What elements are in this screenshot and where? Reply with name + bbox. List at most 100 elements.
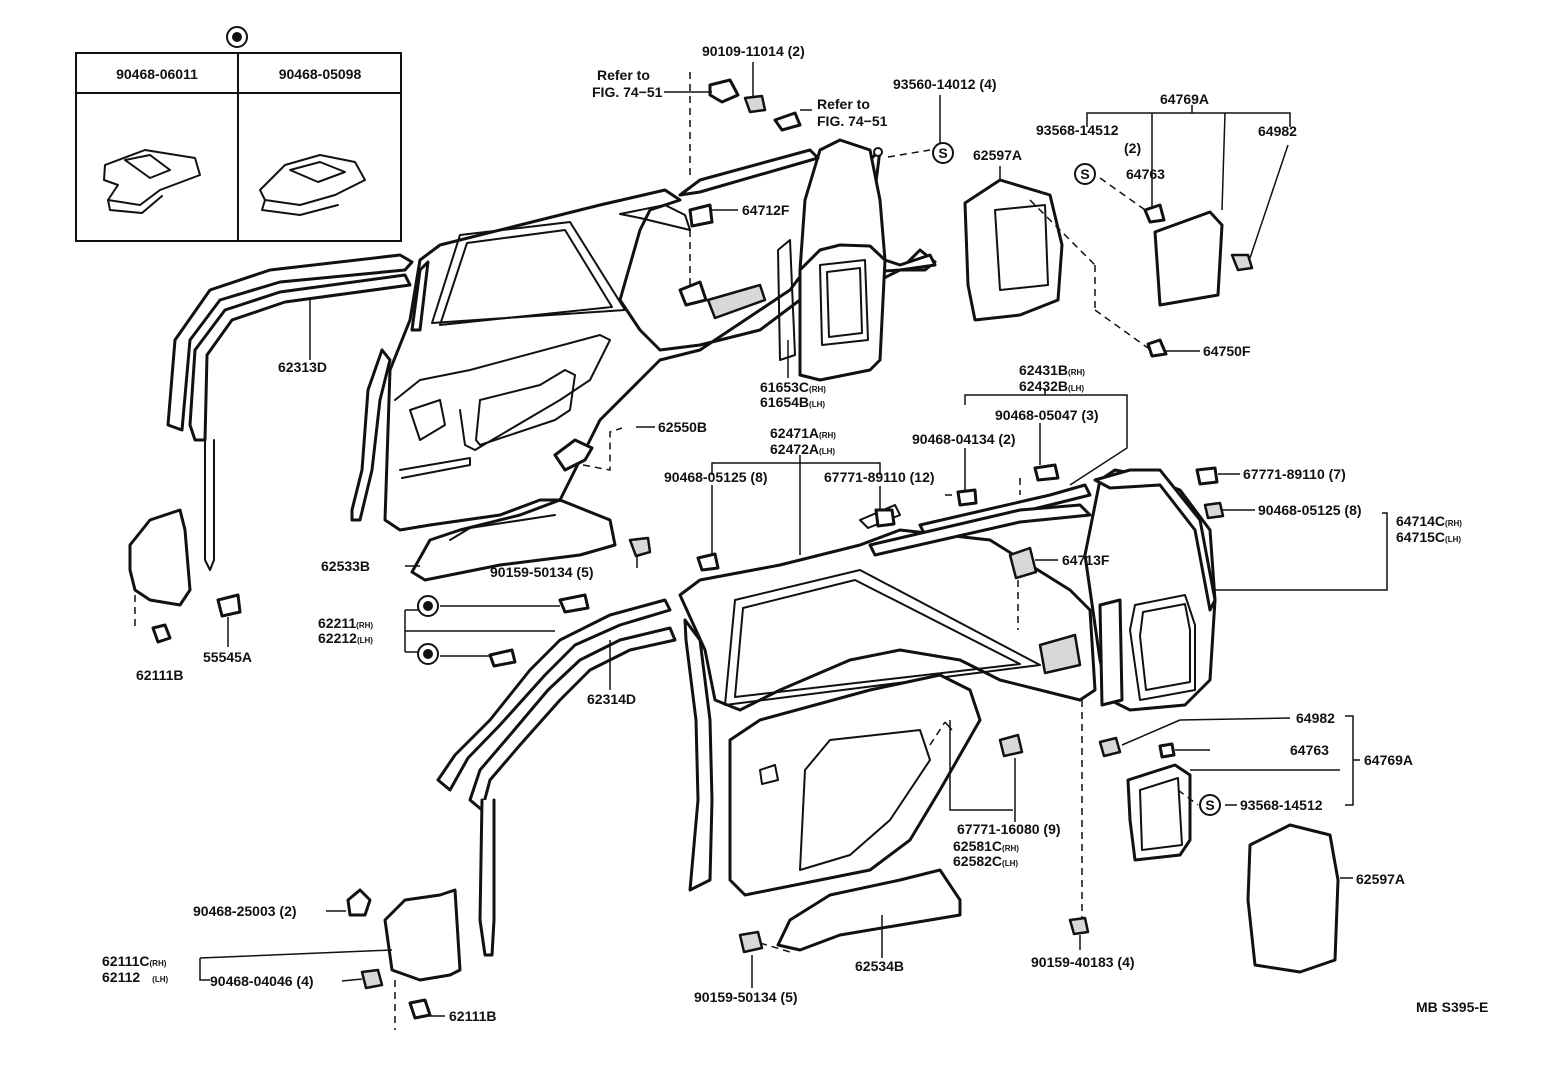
label-62582c-lh: (LH) xyxy=(1002,859,1018,868)
bolt-90109-11014-icon xyxy=(743,94,767,114)
label-90159-50134-bottom: 90159-50134 (5) xyxy=(694,989,798,1005)
label-62211-rh: (RH) xyxy=(356,621,373,630)
clip-90468-06011-drawing xyxy=(103,149,201,214)
label-62471a: 62471A(RH) xyxy=(770,425,836,441)
clip-90468-05098-drawing xyxy=(259,154,366,216)
labels: 90109-11014 (2) Refer to FIG. 74−51 Refe… xyxy=(102,43,1488,1024)
label-90109-11014: 90109-11014 (2) xyxy=(702,43,805,59)
label-62212-lh: (LH) xyxy=(357,636,373,645)
label-62111c: 62111C(RH) xyxy=(102,953,167,969)
label-64713f: 64713F xyxy=(1062,552,1110,568)
label-62112: 62112(LH) xyxy=(102,969,169,985)
clip-62211-top-icon xyxy=(558,593,590,614)
label-62597a-bottom: 62597A xyxy=(1356,871,1405,887)
bracket-62111c xyxy=(383,888,462,982)
label-62211: 62211(RH) xyxy=(318,615,373,631)
label-62314d: 62314D xyxy=(587,691,636,707)
s-symbol-93568-bottom-icon xyxy=(1199,794,1221,816)
label-64715c-lh: (LH) xyxy=(1445,535,1461,544)
pillar-garnish-62314d xyxy=(436,598,672,792)
upper-left-assembly xyxy=(166,138,937,582)
label-62472a: 62472A(LH) xyxy=(770,441,835,457)
label-67771-89110-mid: 67771-89110 (12) xyxy=(824,469,935,485)
clip-55545a-icon xyxy=(216,593,242,618)
inset-marker-dot xyxy=(232,32,242,42)
figure-id: MB S395-E xyxy=(1416,999,1488,1015)
label-62111b-bottom: 62111B xyxy=(449,1008,497,1024)
bolt-90159-50134-bottom-icon xyxy=(738,930,764,954)
label-61653c: 61653C(RH) xyxy=(760,379,826,395)
label-90468-05125-mid: 90468-05125 (8) xyxy=(664,469,768,485)
retainer-left-icon xyxy=(128,508,192,607)
bracket-62111b-bottom-icon xyxy=(408,998,432,1020)
label-62581c-rh: (RH) xyxy=(1002,844,1019,853)
label-62550b: 62550B xyxy=(658,419,707,435)
label-64714c: 64714C(RH) xyxy=(1396,513,1462,529)
label-55545a: 55545A xyxy=(203,649,252,665)
label-61654b-code: 61654B xyxy=(760,394,809,410)
quarter-trim-lower xyxy=(678,528,1097,712)
label-62313d: 62313D xyxy=(278,359,327,375)
label-refer-lower: Refer to xyxy=(817,96,870,112)
clip-90468-04046-icon xyxy=(360,968,384,990)
label-refer-upper-fig: FIG. 74−51 xyxy=(592,84,663,100)
screw-67771-16080-icon xyxy=(998,733,1024,758)
clip-67771-89110-mid-icon xyxy=(874,508,896,528)
deck-trim-62533b xyxy=(410,498,617,582)
label-67771-89110-right: 67771-89110 (7) xyxy=(1243,466,1346,482)
label-qty-2: (2) xyxy=(1124,140,1141,156)
label-62432b-lh: (LH) xyxy=(1068,384,1084,393)
bolt-90159-40183-icon xyxy=(1068,916,1090,936)
label-62212-code: 62212 xyxy=(318,630,357,646)
label-61653c-code: 61653C xyxy=(760,379,809,395)
label-93568-14512-bottom: 93568-14512 xyxy=(1240,797,1323,813)
label-refer-upper: Refer to xyxy=(597,67,650,83)
label-90159-50134-top: 90159-50134 (5) xyxy=(490,564,594,580)
label-90468-05047: 90468-05047 (3) xyxy=(995,407,1099,423)
label-64712f: 64712F xyxy=(742,202,790,218)
upper-right-components xyxy=(963,178,1254,358)
clip-refer-fig-lower-icon xyxy=(773,111,802,132)
label-93560-14012: 93560-14012 (4) xyxy=(893,76,997,92)
s-symbol-93560-icon xyxy=(932,142,954,164)
label-62111c-rh: (RH) xyxy=(150,959,167,968)
label-62111b-top: 62111B xyxy=(136,667,184,683)
vent-64713f-icon xyxy=(1008,546,1038,580)
clip-90468-05125-right-icon xyxy=(1203,501,1225,520)
label-90468-25003: 90468-25003 (2) xyxy=(193,903,297,919)
label-62581c-line: 62581C(RH) xyxy=(953,838,1019,854)
clip-90468-04134-icon xyxy=(956,488,978,507)
label-64763-bottom: 64763 xyxy=(1290,742,1329,758)
clip-90468-25003-icon xyxy=(346,888,372,917)
lower-assembly xyxy=(346,463,1340,1020)
label-62472a-code: 62472A xyxy=(770,441,819,457)
label-62471a-code: 62471A xyxy=(770,425,819,441)
label-62534b: 62534B xyxy=(855,958,904,974)
label-90159-40183: 90159-40183 (4) xyxy=(1031,954,1135,970)
clip-64763-bottom-icon xyxy=(1158,742,1176,759)
s-symbol-93568-top-icon xyxy=(1074,163,1096,185)
clip-refer-fig-upper-icon xyxy=(708,78,740,104)
nut-93560-14012-icon xyxy=(873,147,883,157)
label-90468-04134: 90468-04134 (2) xyxy=(912,431,1016,447)
clip-64763-top-icon xyxy=(1143,203,1166,224)
label-62431b-code: 62431B xyxy=(1019,362,1068,378)
inset-header-1: 90468-06011 xyxy=(116,66,198,82)
label-64982-top: 64982 xyxy=(1258,123,1297,139)
lid-64769a-top xyxy=(1153,210,1224,307)
label-64714c-rh: (RH) xyxy=(1445,519,1462,528)
s-symbols: S S S xyxy=(417,142,1221,816)
label-64982-bottom: 64982 xyxy=(1296,710,1335,726)
label-64750f: 64750F xyxy=(1203,343,1251,359)
label-64769a-bottom: 64769A xyxy=(1364,752,1413,768)
clip-67771-89110-right-icon xyxy=(1195,466,1219,486)
label-61654b-lh: (LH) xyxy=(809,400,825,409)
bracket-62111b-top-icon xyxy=(151,623,172,644)
inset-table: 90468-06011 90468-05098 xyxy=(75,26,402,242)
deck-trim-62534b xyxy=(776,868,962,952)
clip-90468-05047-icon xyxy=(1033,463,1060,482)
label-62582c-code: 62582C xyxy=(953,853,1002,869)
label-61653c-rh: (RH) xyxy=(809,385,826,394)
bolt-64982-top-icon xyxy=(1230,253,1254,272)
